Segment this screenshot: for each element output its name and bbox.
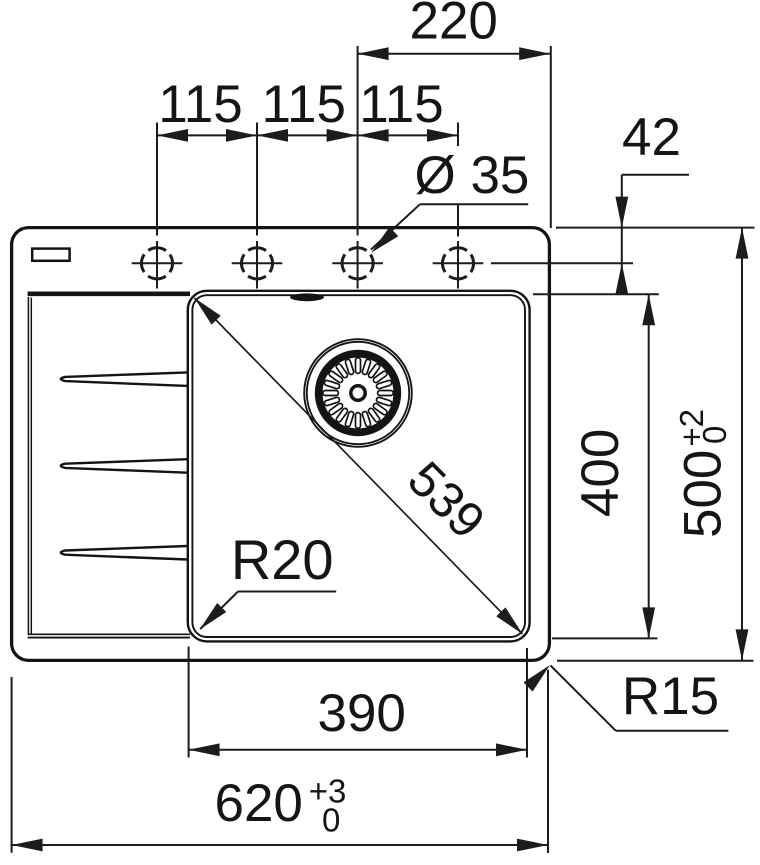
svg-text:620: 620 bbox=[214, 774, 302, 833]
svg-text:390: 390 bbox=[317, 684, 405, 743]
svg-text:R20: R20 bbox=[231, 528, 334, 591]
svg-text:0: 0 bbox=[322, 802, 340, 839]
svg-text:500+20: 500+20 bbox=[673, 409, 733, 538]
svg-text:Ø 35: Ø 35 bbox=[415, 146, 530, 205]
svg-text:115: 115 bbox=[158, 75, 243, 134]
svg-text:400: 400 bbox=[571, 429, 630, 517]
svg-text:220: 220 bbox=[409, 0, 497, 51]
svg-text:R15: R15 bbox=[622, 667, 719, 726]
svg-text:+3: +3 bbox=[309, 773, 347, 810]
svg-text:42: 42 bbox=[622, 108, 681, 167]
svg-text:115: 115 bbox=[359, 75, 444, 134]
svg-text:115: 115 bbox=[261, 75, 346, 134]
